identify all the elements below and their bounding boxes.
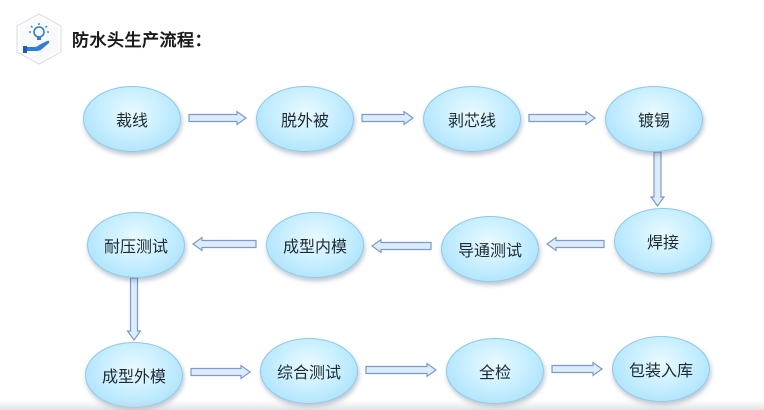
process-step-strip-core: 剥芯线 [423, 86, 521, 152]
flow-arrow-1 [188, 110, 248, 126]
flow-arrow-2 [361, 110, 415, 126]
flow-arrow-10 [365, 362, 438, 378]
flow-arrow-5 [545, 236, 605, 252]
flow-arrow-8 [126, 277, 142, 342]
process-step-inner-mold: 成型内模 [266, 212, 364, 278]
bottom-shadow [0, 400, 764, 410]
process-step-welding: 焊接 [614, 208, 712, 274]
process-step-hipot-test: 耐压测试 [87, 212, 185, 278]
flow-arrow-6 [370, 238, 432, 254]
flow-arrow-9 [190, 364, 252, 380]
process-step-full-inspection: 全检 [446, 338, 544, 404]
page-title: 防水头生产流程： [72, 31, 212, 51]
flow-arrow-4 [649, 151, 666, 208]
process-step-outer-mold: 成型外模 [85, 342, 183, 408]
flow-arrow-3 [528, 110, 597, 126]
process-step-strip-jacket: 脱外被 [256, 86, 354, 152]
process-step-integrated-test: 综合测试 [260, 338, 358, 404]
flow-arrow-11 [551, 361, 604, 377]
process-step-cut-wire: 裁线 [83, 86, 181, 152]
process-step-tinning: 镀锡 [605, 86, 703, 152]
lightbulb-hand-icon [16, 13, 62, 65]
flow-arrow-7 [191, 236, 257, 252]
process-step-continuity-test: 导通测试 [441, 216, 539, 282]
process-step-pack-storage: 包装入库 [612, 336, 710, 402]
